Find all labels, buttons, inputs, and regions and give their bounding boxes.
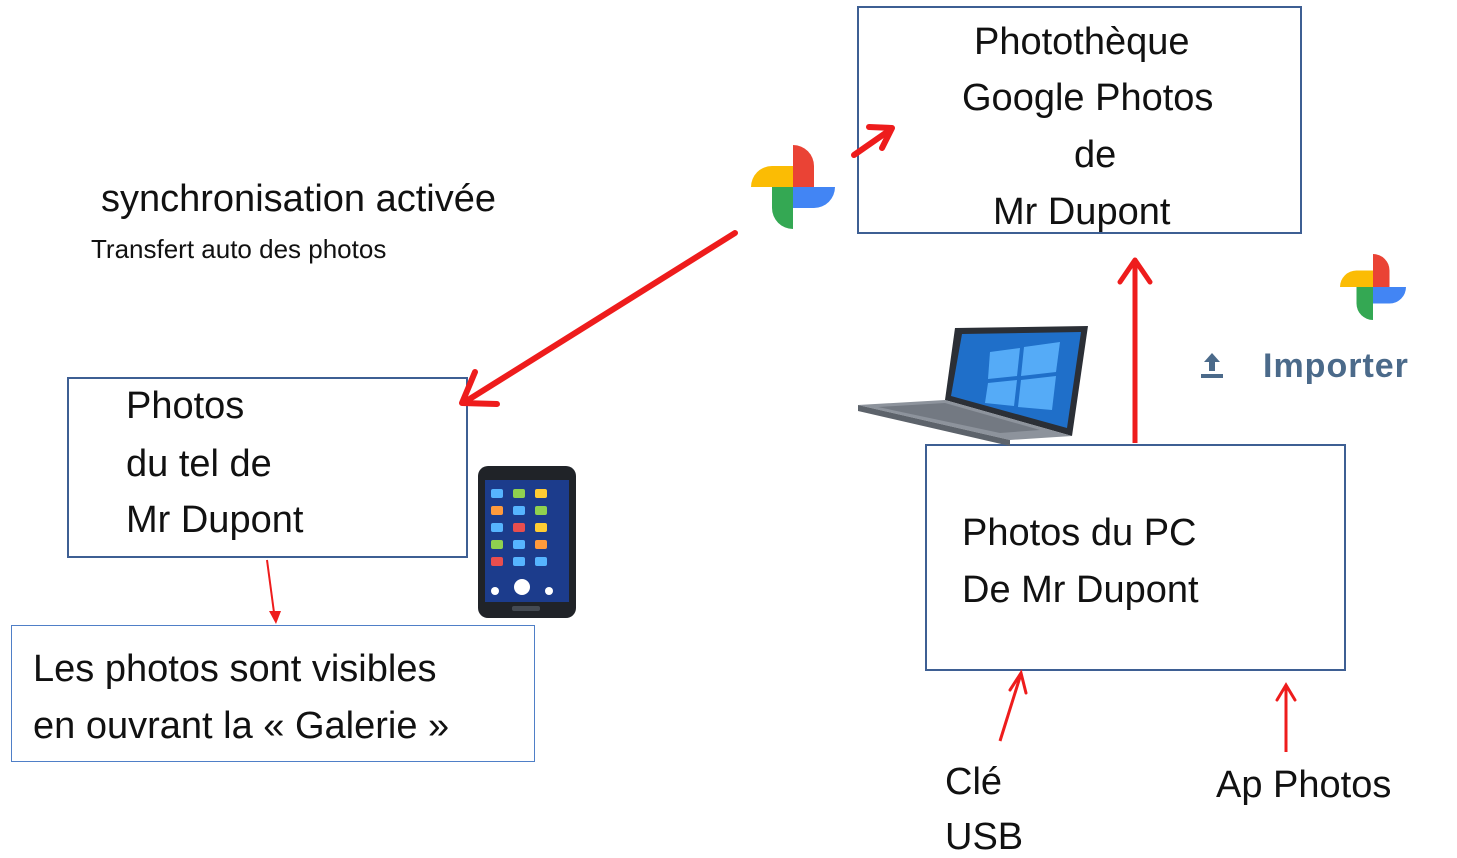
library-line-1: Photothèque	[974, 21, 1190, 63]
library-line-3: de	[1074, 134, 1117, 176]
pc-line-1: Photos du PC	[962, 512, 1197, 554]
sync-subtitle: Transfert auto des photos	[91, 234, 387, 264]
gallery-line-1: Les photos sont visibles	[33, 648, 437, 690]
google-photos-pinwheel-icon	[751, 145, 835, 229]
usb-label-line-2: USB	[945, 816, 1024, 858]
pc-to-library-arrow	[1117, 257, 1153, 443]
usb-to-pc-arrow	[998, 669, 1028, 742]
app-to-pc-arrow	[1275, 682, 1297, 752]
import-label: Importer	[1263, 347, 1409, 385]
usb-label-line-1: Clé	[945, 761, 1003, 803]
import-button[interactable]: Importer	[1195, 343, 1455, 389]
library-line-2: Google Photos	[962, 77, 1214, 119]
gallery-note-box: Les photos sont visibles en ouvrant la «…	[11, 625, 535, 762]
laptop-icon	[858, 326, 1088, 446]
upload-to-library-arrow	[851, 124, 895, 158]
phone-photos-box: Photos du tel de Mr Dupont	[67, 377, 468, 558]
google-photos-library-box: Photothèque Google Photos de Mr Dupont	[857, 6, 1302, 234]
phone-line-3: Mr Dupont	[126, 499, 304, 541]
smartphone-icon	[478, 466, 576, 618]
phone-to-gallery-arrow	[266, 559, 281, 624]
sync-title: synchronisation activée	[101, 178, 496, 220]
library-line-4: Mr Dupont	[993, 191, 1171, 233]
gallery-line-2: en ouvrant la « Galerie »	[33, 705, 450, 747]
phone-line-2: du tel de	[126, 443, 272, 485]
app-photos-label: Ap Photos	[1216, 764, 1392, 806]
pc-line-2: De Mr Dupont	[962, 569, 1199, 611]
google-photos-pinwheel-icon-small	[1340, 254, 1406, 320]
pc-photos-box: Photos du PC De Mr Dupont	[925, 444, 1346, 671]
upload-icon	[1201, 353, 1223, 378]
phone-line-1: Photos	[126, 385, 245, 427]
sync-arrow	[459, 230, 738, 407]
